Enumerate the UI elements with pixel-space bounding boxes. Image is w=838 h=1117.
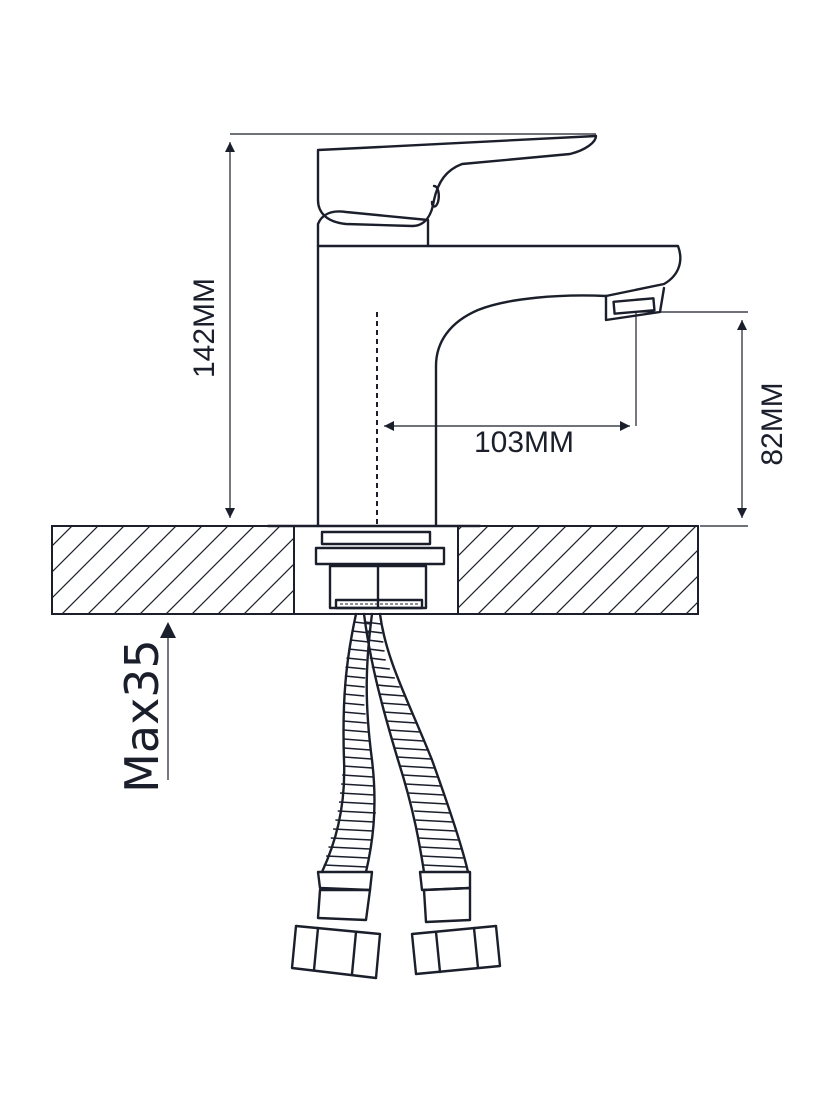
hose-rib bbox=[417, 828, 456, 832]
hose-rib bbox=[339, 792, 375, 796]
mounting-nut bbox=[314, 530, 446, 610]
hose-rib bbox=[344, 675, 366, 679]
hose-rib bbox=[343, 747, 371, 751]
right-hose bbox=[362, 612, 502, 976]
hose-rib bbox=[418, 837, 459, 841]
hose-rib bbox=[330, 837, 372, 841]
hose-rib bbox=[335, 819, 375, 823]
hose-rib bbox=[326, 855, 369, 859]
left-hose-ribs bbox=[323, 621, 376, 868]
hose-rib bbox=[344, 684, 365, 688]
spout-height-label: 82MM bbox=[756, 382, 789, 465]
hose-rib bbox=[408, 792, 444, 796]
hose-rib bbox=[415, 819, 453, 823]
hose-rib bbox=[399, 765, 435, 769]
hose-rib bbox=[371, 666, 390, 670]
hose-rib bbox=[342, 774, 374, 778]
hose-rib bbox=[383, 711, 413, 715]
hose-rib bbox=[343, 765, 373, 769]
hose-rib bbox=[364, 621, 382, 625]
hose-rib bbox=[343, 756, 372, 760]
hose-rib bbox=[346, 657, 367, 661]
hose-rib bbox=[380, 702, 410, 706]
hose-rib bbox=[414, 810, 451, 814]
hose-rib bbox=[376, 684, 400, 688]
hose-rib bbox=[323, 864, 368, 868]
hose-rib bbox=[394, 747, 428, 751]
hose-rib bbox=[341, 783, 374, 787]
max-thickness-dimension: Max35 bbox=[115, 622, 176, 793]
hose-rib bbox=[397, 756, 431, 760]
hose-rib bbox=[391, 738, 424, 742]
hose-rib bbox=[422, 864, 467, 868]
hose-rib bbox=[388, 729, 421, 733]
hose-rib bbox=[343, 711, 366, 715]
hose-rib bbox=[367, 639, 384, 643]
reach-dimension: 103MM bbox=[384, 312, 637, 459]
hose-rib bbox=[343, 729, 369, 733]
hose-rib bbox=[419, 846, 461, 850]
hose-rib bbox=[411, 801, 448, 805]
hose-rib bbox=[337, 810, 376, 814]
height-dimension: 142MM bbox=[188, 133, 596, 518]
hose-rib bbox=[386, 720, 417, 724]
spout-height-dimension: 82MM bbox=[640, 311, 789, 527]
hose-rib bbox=[343, 720, 367, 724]
right-hose-ribs bbox=[364, 621, 467, 868]
hose-rib bbox=[366, 630, 383, 634]
countertop bbox=[51, 525, 699, 615]
hose-rib bbox=[348, 648, 368, 652]
hose-rib bbox=[373, 675, 395, 679]
hose-rib bbox=[350, 639, 369, 643]
faucet-body bbox=[266, 134, 682, 528]
hose-rib bbox=[338, 801, 376, 805]
height-label: 142MM bbox=[188, 278, 221, 378]
hose-rib bbox=[328, 846, 371, 850]
hose-rib bbox=[369, 657, 386, 661]
hose-rib bbox=[421, 855, 464, 859]
hose-rib bbox=[405, 783, 441, 787]
hose-rib bbox=[342, 702, 365, 706]
hose-rib bbox=[402, 774, 438, 778]
left-hose bbox=[290, 612, 382, 980]
hose-rib bbox=[343, 738, 370, 742]
hose-rib bbox=[378, 693, 405, 697]
hose-rib bbox=[333, 828, 373, 832]
hose-rib bbox=[343, 693, 365, 697]
max-thickness-label: Max35 bbox=[115, 639, 169, 793]
hose-rib bbox=[354, 621, 372, 625]
hose-rib bbox=[368, 648, 385, 652]
hose-rib bbox=[345, 666, 366, 670]
reach-label: 103MM bbox=[474, 426, 574, 459]
